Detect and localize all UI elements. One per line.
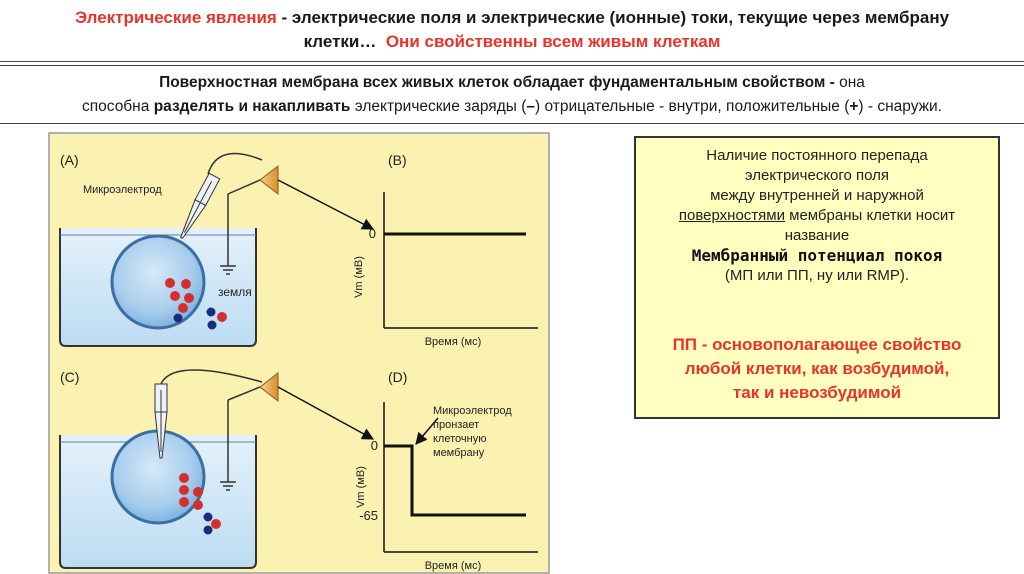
title-line-2: клетки… Они свойственны всем живым клетк… [0,30,1024,54]
title-text-2: клетки… [303,32,377,51]
intro-paragraph: Поверхностная мембрана всех живых клеток… [0,71,1024,119]
negative-ion [193,500,203,510]
panel-a-label: (A) [60,152,79,168]
ions-a [165,278,227,330]
trace-d [384,444,526,517]
intro-text-2c: ) отрицательные - внутри, положительные … [534,98,850,115]
positive-ion [203,525,213,535]
signal-arrow-c [277,386,375,440]
definition-callout: Наличие постоянного перепада электрическ… [634,136,1000,419]
callout-red-line: любой клетки, как возбудимой, [684,359,950,378]
intro-plus: + [849,98,859,115]
microelectrode-label-a: Микроэлектрод [83,184,162,196]
callout-red-line: ПП - основополагающее свойство [672,335,962,354]
title-highlight-2: Они свойственны всем живым клеткам [385,32,721,51]
microelectrode-c [154,383,168,459]
ylabel-b: Vm (мВ) [353,256,365,298]
panel-d: (D) 0 -65 Vm (мВ) Время (мс) Микроэлектр… [355,369,538,572]
intro-text-2b: электрические заряды ( [350,98,527,115]
callout-line: между внутренней и наружной [710,187,924,204]
intro-line-2: способна разделять и накапливать электри… [0,95,1024,119]
intro-bold-2: разделять и накапливать [153,98,351,115]
divider-top-2 [0,65,1024,66]
electrode-wire-c [160,369,263,385]
pierce-arrow [415,417,439,445]
panel-d-label: (D) [388,369,407,385]
positive-ion [207,320,217,330]
title-highlight: Электрические явления [74,8,277,27]
negative-ion [184,293,194,303]
callout-emphasis: ПП - основополагающее свойство любой кле… [636,333,998,405]
panel-b: (B) 0 Vm (мВ) Время (мс) [353,152,538,348]
negative-ion [165,278,175,288]
intro-minus: – [526,98,535,115]
electrode-wire-a [207,152,263,175]
xlabel-b: Время (мс) [425,336,482,348]
negative-ion [211,519,221,529]
callout-line: Наличие постоянного перепада [706,147,928,164]
negative-ion [178,303,188,313]
callout-term: Мембранный потенциал покоя [691,246,943,265]
negative-ion [170,291,180,301]
panel-b-label: (B) [388,152,407,168]
signal-arrow-a [277,179,375,230]
callout-text: Наличие постоянного перепада электрическ… [636,146,998,286]
negative-ion [179,497,189,507]
membrane-potential-diagram: (A) Микроэлектрод земля [48,132,550,574]
panel-c: (C) [59,369,375,569]
pierce-note-line: мембрану [433,447,485,459]
callout-abbreviation: (МП или ПП, ну или RMP). [724,267,910,284]
divider-top [0,61,1024,62]
negative-ion [193,487,203,497]
pierce-note-line: клеточную [433,433,486,445]
xlabel-d: Время (мс) [425,560,482,572]
pierce-note-line: Микроэлектрод [433,405,512,417]
title-text: - электрические поля и электрические (ио… [276,8,950,27]
negative-ion [217,312,227,322]
callout-underlined: поверхностями [678,207,785,224]
callout-line: электрического поля [744,167,890,184]
panel-c-label: (C) [60,369,79,385]
title-line-1: Электрические явления - электрические по… [0,6,1024,30]
positive-ion [203,512,213,522]
callout-line: поверхностями мембраны клетки носит [636,206,998,226]
callout-red-line: так и невозбудимой [732,383,902,402]
intro-text-1: она [834,74,865,91]
positive-ion [206,307,216,317]
microelectrode-a [180,172,221,240]
pierce-note-line: пронзает [433,419,479,431]
callout-line-rest: мембраны клетки носит [784,207,956,224]
intro-text-2a: способна [82,98,154,115]
negative-ion [179,473,189,483]
negative-ion [181,279,191,289]
intro-text-2d: ) - снаружи. [858,98,942,115]
tick-zero-d: 0 [371,438,378,453]
divider-bottom [0,123,1024,124]
slide-title: Электрические явления - электрические по… [0,6,1024,54]
pierce-note: Микроэлектрод пронзает клеточную мембран… [433,405,512,459]
cell-c [110,429,206,525]
tick-zero-b: 0 [369,226,376,241]
panel-a: (A) Микроэлектрод земля [59,152,375,347]
positive-ion [173,313,183,323]
intro-line-1: Поверхностная мембрана всех живых клеток… [0,71,1024,95]
ground-label: земля [218,285,252,299]
callout-line: название [784,227,850,244]
intro-bold-1: Поверхностная мембрана всех живых клеток… [159,74,835,91]
negative-ion [179,485,189,495]
ground-wire-a2 [227,179,261,195]
tick-minus65: -65 [359,508,378,523]
ions-c [179,473,221,535]
ylabel-d: Vm (мВ) [355,466,367,508]
